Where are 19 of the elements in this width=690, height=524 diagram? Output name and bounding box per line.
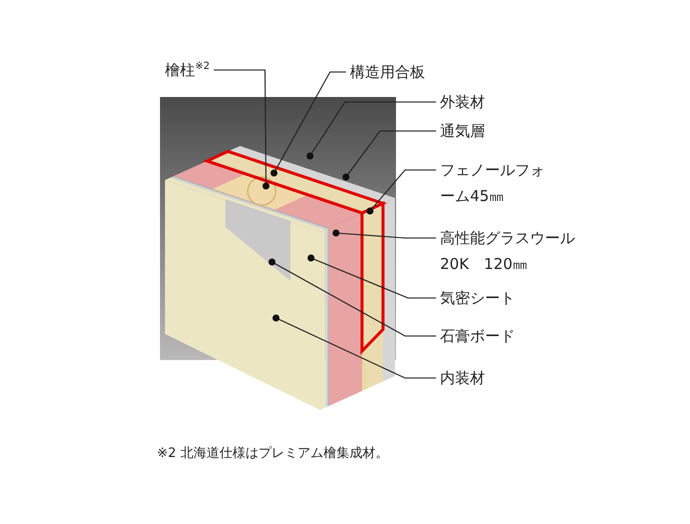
part-label: 構造用合板 xyxy=(350,59,425,85)
part-label: 石膏ボード xyxy=(440,323,515,349)
leader-line xyxy=(306,101,436,160)
leader-line xyxy=(268,258,436,337)
leader-line xyxy=(272,314,436,379)
leader-line xyxy=(270,71,346,176)
part-label: 外装材 xyxy=(440,89,485,115)
part-label: 通気層 xyxy=(440,118,485,144)
leader-line xyxy=(308,254,436,299)
leader-line xyxy=(366,169,436,214)
part-label: 檜柱$^{※2}$ xyxy=(165,57,210,83)
leader-line xyxy=(214,69,270,190)
part-label: 気密シート xyxy=(440,285,515,311)
leader-line xyxy=(342,130,436,180)
footnote: ※2 北海道仕様はプレミアム檜集成材。 xyxy=(157,445,388,462)
part-label: 高性能グラスウール20K 120㎜ xyxy=(440,225,590,277)
part-label: フェノールフォーム45㎜ xyxy=(440,157,552,209)
leader-line xyxy=(332,230,436,239)
part-label: 内装材 xyxy=(440,365,485,391)
